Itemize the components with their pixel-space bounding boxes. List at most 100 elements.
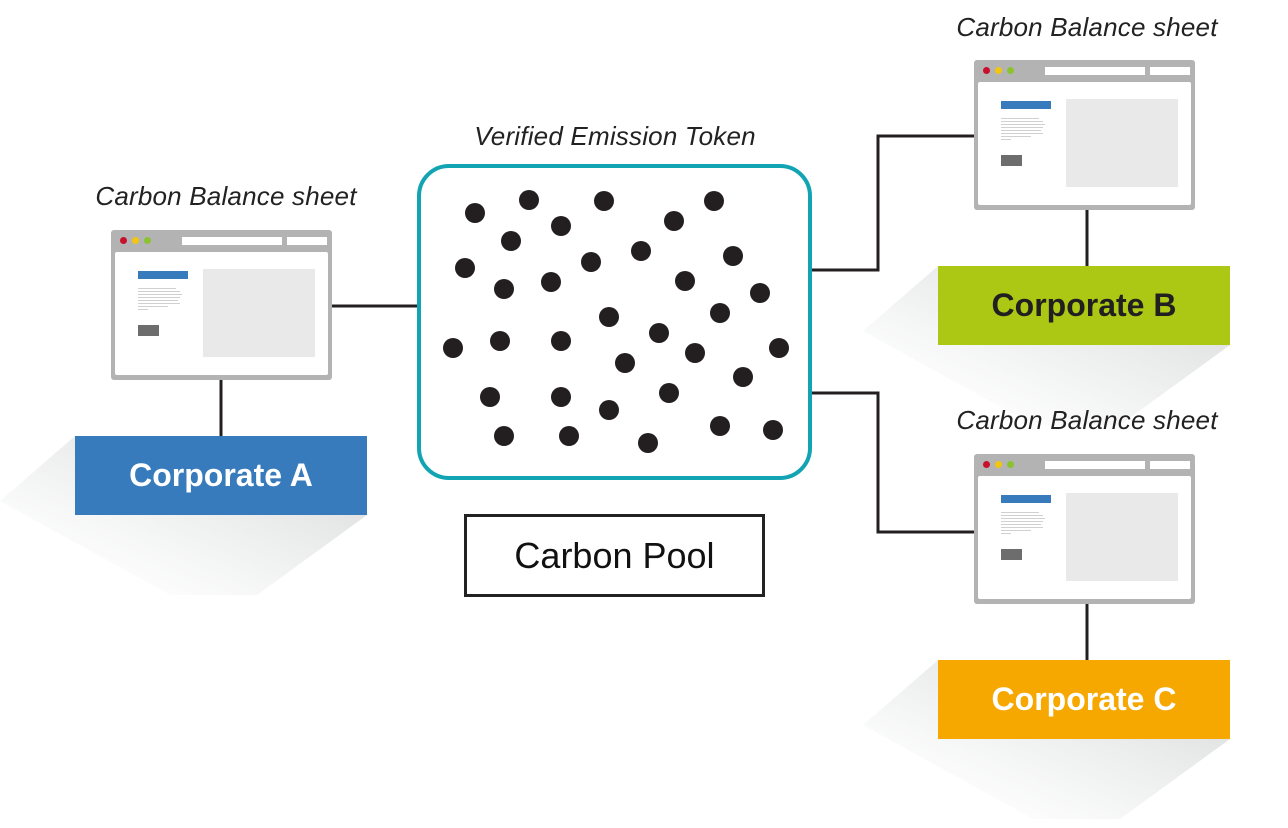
- corporate-shadow-b: [863, 266, 1230, 425]
- placeholder-text-line: [1001, 133, 1043, 134]
- window-close-dot-icon: [120, 237, 127, 244]
- placeholder-text-line: [1001, 512, 1039, 513]
- placeholder-text-line: [1001, 139, 1011, 140]
- connector-pool-to-sheet-b: [810, 134, 974, 272]
- sheet-caption-c: Carbon Balance sheet: [956, 405, 1218, 435]
- emission-token-icon: [490, 331, 510, 351]
- carbon-pool-label: Carbon Pool: [464, 514, 765, 597]
- address-bar: [182, 237, 282, 245]
- emission-token-icon: [733, 367, 753, 387]
- content-heading-bar: [138, 271, 188, 279]
- placeholder-text-line: [138, 309, 148, 310]
- placeholder-text-line: [1001, 127, 1043, 128]
- window-maximize-dot-icon: [1007, 461, 1014, 468]
- content-image-panel: [1066, 493, 1178, 581]
- placeholder-text-line: [138, 303, 180, 304]
- emission-token-icon: [480, 387, 500, 407]
- emission-token-icon: [455, 258, 475, 278]
- emission-token-icon: [615, 353, 635, 373]
- emission-token-icon: [664, 211, 684, 231]
- emission-token-icon: [551, 331, 571, 351]
- sheet-caption-b: Carbon Balance sheet: [956, 12, 1218, 42]
- corporate-shadow-a: [0, 436, 367, 595]
- emission-token-icon: [599, 400, 619, 420]
- corporate-a-box[interactable]: Corporate A: [75, 436, 367, 515]
- emission-token-icon: [581, 252, 601, 272]
- emission-token-icon: [685, 343, 705, 363]
- placeholder-text-line: [1001, 518, 1045, 519]
- search-bar: [287, 237, 327, 245]
- address-bar: [1045, 67, 1145, 75]
- window-maximize-dot-icon: [144, 237, 151, 244]
- window-close-dot-icon: [983, 461, 990, 468]
- corporate-c-label: Corporate C: [991, 681, 1177, 717]
- content-image-panel: [1066, 99, 1178, 187]
- emission-token-icon: [750, 283, 770, 303]
- corporate-b-label: Corporate B: [991, 287, 1177, 323]
- emission-token-icon: [541, 272, 561, 292]
- emission-token-icon: [551, 216, 571, 236]
- emission-token-icon: [501, 231, 521, 251]
- placeholder-text-line: [138, 294, 182, 295]
- placeholder-text-line: [1001, 121, 1043, 122]
- placeholder-text-line: [1001, 527, 1043, 528]
- placeholder-text-line: [1001, 533, 1011, 534]
- placeholder-text-line: [138, 291, 180, 292]
- placeholder-text-line: [1001, 118, 1039, 119]
- emission-token-icon: [638, 433, 658, 453]
- content-button: [1001, 549, 1022, 560]
- placeholder-text-line: [1001, 521, 1043, 522]
- emission-token-icon: [769, 338, 789, 358]
- placeholder-text-line: [1001, 515, 1043, 516]
- window-content: [978, 82, 1191, 205]
- search-bar: [1150, 461, 1190, 469]
- pool-title: Verified Emission Token: [474, 121, 756, 151]
- address-bar: [1045, 461, 1145, 469]
- emission-token-icon: [631, 241, 651, 261]
- corporate-b-box[interactable]: Corporate B: [938, 266, 1230, 345]
- emission-token-icon: [710, 416, 730, 436]
- emission-token-icon: [443, 338, 463, 358]
- window-minimize-dot-icon: [995, 461, 1002, 468]
- content-image-panel: [203, 269, 315, 357]
- content-button: [138, 325, 159, 336]
- emission-token-icon: [599, 307, 619, 327]
- window-content: [115, 252, 328, 375]
- sheet-caption-a: Carbon Balance sheet: [95, 181, 357, 211]
- content-heading-bar: [1001, 495, 1051, 503]
- emission-token-icon: [519, 190, 539, 210]
- emission-token-icon: [659, 383, 679, 403]
- emission-token-icon: [551, 387, 571, 407]
- emission-token-icon: [763, 420, 783, 440]
- balance-sheet-window-c: [974, 454, 1195, 604]
- content-heading-bar: [1001, 101, 1051, 109]
- window-close-dot-icon: [983, 67, 990, 74]
- emission-token-icon: [710, 303, 730, 323]
- placeholder-text-line: [138, 300, 178, 301]
- balance-sheet-window-b: [974, 60, 1195, 210]
- emission-token-icon: [704, 191, 724, 211]
- window-content: [978, 476, 1191, 599]
- emission-token-icon: [723, 246, 743, 266]
- connector-pool-to-sheet-c: [810, 391, 974, 534]
- content-button: [1001, 155, 1022, 166]
- window-minimize-dot-icon: [132, 237, 139, 244]
- corporate-c-box[interactable]: Corporate C: [938, 660, 1230, 739]
- emission-token-icon: [675, 271, 695, 291]
- emission-token-icon: [594, 191, 614, 211]
- placeholder-text-line: [1001, 130, 1041, 131]
- placeholder-text-line: [1001, 524, 1041, 525]
- corporate-shadow-c: [863, 660, 1230, 819]
- placeholder-text-line: [1001, 136, 1031, 137]
- placeholder-text-line: [138, 288, 176, 289]
- window-minimize-dot-icon: [995, 67, 1002, 74]
- emission-token-icon: [559, 426, 579, 446]
- emission-token-icon: [494, 426, 514, 446]
- emission-token-icon: [465, 203, 485, 223]
- corporate-a-label: Corporate A: [129, 457, 313, 493]
- search-bar: [1150, 67, 1190, 75]
